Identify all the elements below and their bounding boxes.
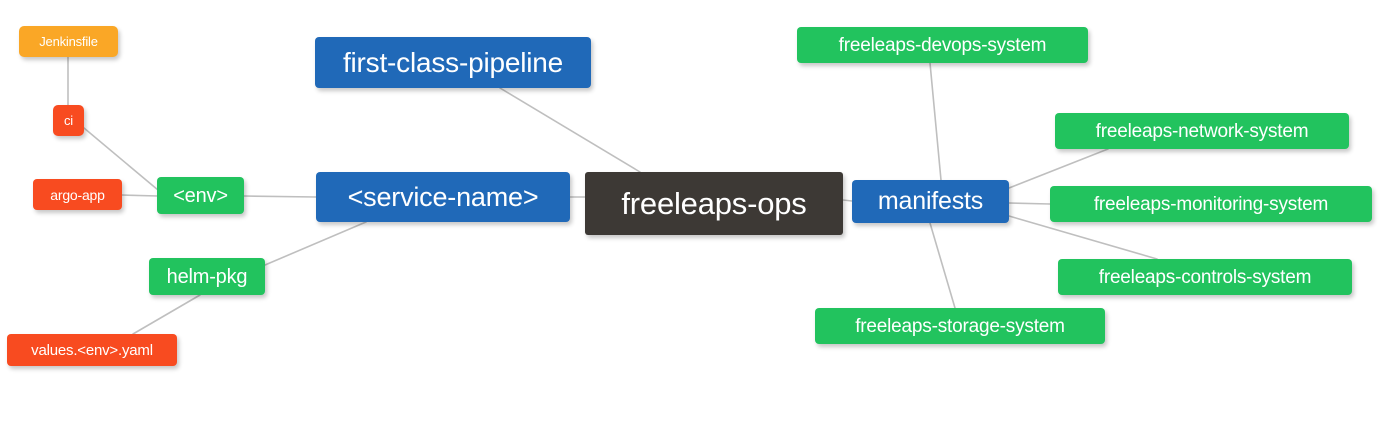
node-label-ci: ci — [64, 113, 73, 128]
mindmap-node-freeleaps-ops[interactable]: freeleaps-ops — [585, 172, 843, 235]
mindmap-node-freeleaps-monitoring-system[interactable]: freeleaps-monitoring-system — [1050, 186, 1372, 222]
mindmap-node-helm-pkg[interactable]: helm-pkg — [149, 258, 265, 295]
mindmap-node-freeleaps-devops-system[interactable]: freeleaps-devops-system — [797, 27, 1088, 63]
mindmap-node-env[interactable]: <env> — [157, 177, 244, 214]
mindmap-node-argo-app[interactable]: argo-app — [33, 179, 122, 210]
mindmap-node-freeleaps-controls-system[interactable]: freeleaps-controls-system — [1058, 259, 1352, 295]
node-label-freeleaps-ops: freeleaps-ops — [621, 186, 807, 221]
node-label-env: <env> — [173, 184, 228, 207]
edge-firstclass-ops — [499, 87, 641, 173]
node-label-manifests: manifests — [877, 187, 984, 215]
node-label-freeleaps-devops-system: freeleaps-devops-system — [838, 34, 1047, 56]
node-label-values-env-yaml: values.<env>.yaml — [31, 341, 153, 359]
edge-manifests-devops — [929, 62, 942, 181]
node-label-jenkinsfile: Jenkinsfile — [39, 34, 98, 49]
mindmap-node-ci[interactable]: ci — [53, 105, 84, 136]
node-label-freeleaps-monitoring-system: freeleaps-monitoring-system — [1093, 193, 1329, 215]
mindmap-node-jenkinsfile[interactable]: Jenkinsfile — [19, 26, 118, 57]
mindmap-node-service-name[interactable]: <service-name> — [316, 172, 570, 222]
edge-manifests-network — [1008, 148, 1109, 189]
edge-helmpkg-servicename — [264, 221, 367, 266]
mindmap-node-manifests[interactable]: manifests — [852, 180, 1009, 223]
mindmap-node-first-class-pipeline[interactable]: first-class-pipeline — [315, 37, 591, 88]
edge-manifests-controls — [1008, 215, 1158, 260]
edge-env-servicename — [243, 195, 317, 198]
edge-values-helmpkg — [132, 294, 201, 335]
node-label-freeleaps-controls-system: freeleaps-controls-system — [1098, 266, 1312, 288]
node-label-first-class-pipeline: first-class-pipeline — [342, 46, 564, 78]
edge-manifests-storage — [929, 222, 956, 309]
node-label-freeleaps-storage-system: freeleaps-storage-system — [855, 315, 1065, 337]
edge-manifests-monitoring — [1008, 202, 1051, 205]
node-label-argo-app: argo-app — [50, 186, 105, 203]
edge-argoapp-env — [121, 194, 159, 197]
node-label-freeleaps-network-system: freeleaps-network-system — [1095, 120, 1309, 142]
mindmap-node-values-env-yaml[interactable]: values.<env>.yaml — [7, 334, 177, 366]
mindmap-node-freeleaps-network-system[interactable]: freeleaps-network-system — [1055, 113, 1349, 149]
edge-ops-manifests — [842, 199, 853, 202]
node-label-service-name: <service-name> — [347, 181, 539, 212]
node-label-helm-pkg: helm-pkg — [166, 265, 248, 288]
mindmap-node-freeleaps-storage-system[interactable]: freeleaps-storage-system — [815, 308, 1105, 344]
